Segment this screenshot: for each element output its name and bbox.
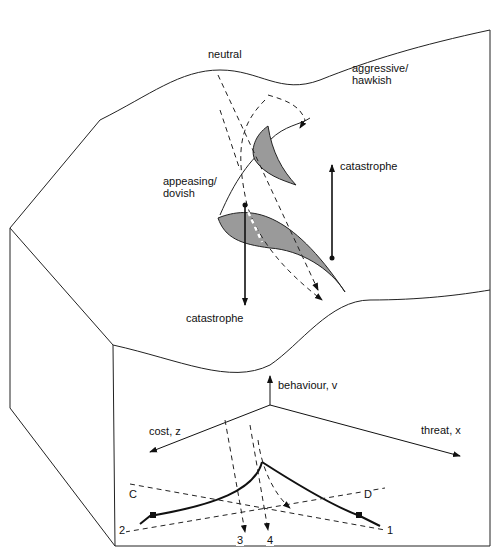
- callout-number: 3: [236, 534, 244, 546]
- callout-number: 4: [266, 534, 274, 546]
- axis-label: threat, x: [420, 424, 462, 436]
- catastrophe-label: catastrophe: [340, 160, 397, 172]
- callout-number: 2: [118, 524, 126, 536]
- region-label: aggressive/ hawkish: [352, 62, 432, 86]
- axis-label: cost, z: [148, 425, 182, 437]
- region-label: appeasing/ dovish: [163, 175, 233, 199]
- point-label: D: [363, 488, 373, 500]
- point-label: C: [128, 488, 138, 500]
- callout-number: 1: [386, 524, 394, 536]
- catastrophe-label: catastrophe: [185, 312, 244, 324]
- axis-label: behaviour, v: [277, 379, 338, 391]
- region-label: neutral: [207, 48, 243, 60]
